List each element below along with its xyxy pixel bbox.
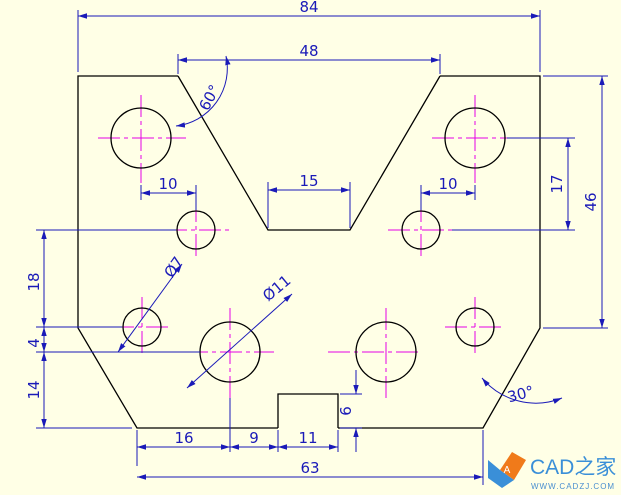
hole-top-left	[110, 107, 172, 169]
leader-dia7	[117, 263, 183, 353]
outline-right-section	[338, 75, 541, 429]
label-9: 9	[249, 429, 259, 447]
label-60-deg: 60°	[195, 82, 223, 114]
hole-mid-right	[401, 210, 441, 250]
label-48: 48	[299, 42, 318, 60]
dimension-labels: 84 48 60° 15 10 10 17 46 18 4 14 Ø7 Ø11 …	[25, 0, 600, 477]
label-18: 18	[25, 272, 43, 291]
label-10-right: 10	[438, 175, 457, 193]
label-46: 46	[582, 192, 600, 211]
label-dia7: Ø7	[160, 253, 187, 281]
logo-text: CAD之家	[530, 456, 616, 479]
label-15: 15	[299, 172, 318, 190]
leader-dia11	[186, 293, 293, 389]
logo-url: WWW.CADZJ.COM	[531, 482, 615, 491]
centerlines	[98, 95, 520, 398]
top-v-notch	[177, 75, 441, 231]
label-14: 14	[25, 380, 43, 399]
part-outline	[77, 75, 541, 429]
logo-cube-icon	[500, 452, 526, 480]
holes	[110, 107, 506, 383]
hole-mid-left	[176, 210, 216, 250]
label-dia11: Ø11	[259, 271, 294, 305]
hole-top-right	[444, 107, 506, 169]
outline-left-section	[77, 75, 278, 429]
label-6: 6	[337, 406, 355, 416]
cadzj-logo: A CAD之家 WWW.CADZJ.COM	[488, 452, 616, 491]
dim-30-arc	[481, 377, 563, 404]
label-11: 11	[298, 429, 317, 447]
label-84: 84	[299, 0, 318, 16]
label-63: 63	[300, 459, 319, 477]
hole-bottom-far-right	[455, 307, 495, 347]
label-17: 17	[548, 174, 566, 193]
label-16: 16	[174, 429, 193, 447]
hole-bottom-right-large	[355, 321, 417, 383]
dim-60-arc	[175, 55, 231, 128]
logo-cube-letter: A	[504, 465, 511, 476]
bottom-slot	[277, 393, 339, 428]
dimension-lines	[36, 10, 608, 485]
logo-cube-face	[488, 460, 514, 488]
label-4: 4	[25, 338, 43, 348]
label-10-left: 10	[158, 175, 177, 193]
